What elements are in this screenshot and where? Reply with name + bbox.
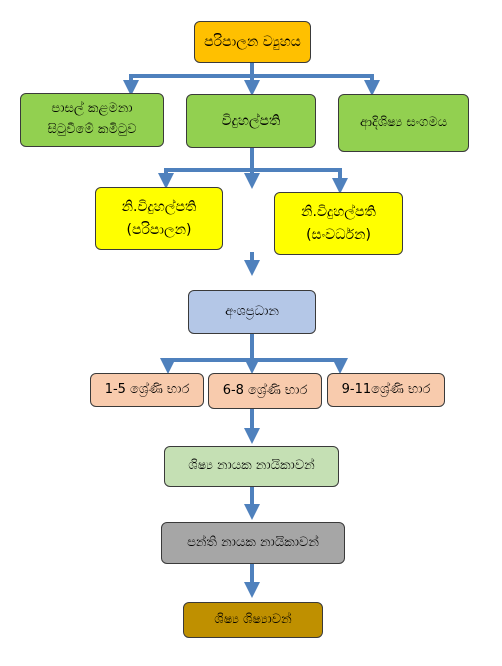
node-grades-9-11: 9-11ශ්‍රේණි භාර: [327, 373, 445, 407]
node-past-pupils-association: ආදිශිෂ්‍ය සංගමය: [338, 94, 469, 152]
node-label: පරිපාලන ව්‍යුහය: [204, 33, 301, 50]
node-label: 1-5 ශ්‍රේණි භාර: [104, 381, 190, 397]
node-label-line-1: නි.විදුහල්පති: [121, 199, 197, 216]
node-label-line-2: (සංවර්ධන): [306, 226, 371, 243]
node-deputy-principal-administration: නි.විදුහල්පති (පරිපාලන): [95, 187, 223, 250]
node-administrative-structure: පරිපාලන ව්‍යුහය: [194, 21, 311, 63]
node-deputy-principal-development: නි.විදුහල්පති (සංවර්ධන): [274, 192, 403, 255]
node-label: විදුහල්පති: [221, 112, 281, 129]
node-sectional-heads: අංශප්‍රධාන: [188, 290, 316, 334]
node-label-line-1: නි.විදුහල්පති: [301, 204, 376, 221]
node-grades-6-8: 6-8 ශ්‍රේණි භාර: [208, 373, 322, 409]
node-label: අංශප්‍රධාන: [225, 303, 279, 319]
node-label-line-1: පාසල් කළමනා: [51, 101, 133, 117]
node-label-line-2: සිටුවීමේ කමිටුව: [47, 122, 137, 137]
node-principal: විදුහල්පති: [186, 94, 316, 148]
node-label: 6-8 ශ්‍රේණි භාර: [222, 382, 308, 398]
node-label-line-2: (පරිපාලන): [126, 221, 192, 238]
node-label: ශිෂ්‍ය ශිෂ්‍යාවන්: [214, 611, 292, 627]
node-students: ශිෂ්‍ය ශිෂ්‍යාවන්: [183, 602, 323, 638]
node-label: ආදිශිෂ්‍ය සංගමය: [359, 114, 448, 130]
node-school-management-committee: පාසල් කළමනා සිටුවීමේ කමිටුව: [20, 93, 164, 147]
node-label: පන්ති නායක නායිකාවන්: [187, 534, 319, 550]
node-label: 9-11ශ්‍රේණි භාර: [341, 381, 431, 397]
node-class-monitors: පන්ති නායක නායිකාවන්: [161, 522, 345, 564]
node-label: ශිෂ්‍ය නායක නායිකාවන්: [188, 458, 315, 474]
node-student-prefects: ශිෂ්‍ය නායක නායිකාවන්: [164, 446, 339, 487]
node-grades-1-5: 1-5 ශ්‍රේණි භාර: [90, 373, 204, 407]
